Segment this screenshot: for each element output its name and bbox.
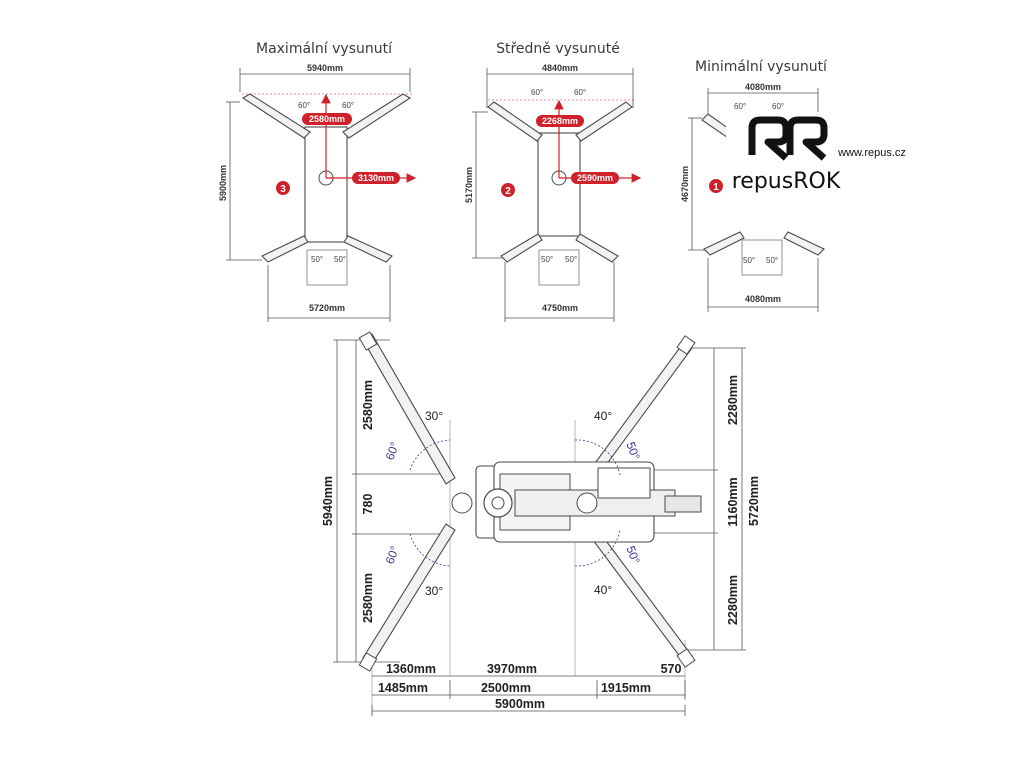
mid-bottom-width: 4750mm [542,303,578,313]
logo-url: www.repus.cz [837,147,906,159]
plan-row1-b: 3970mm [487,662,537,676]
plan-row2-c: 1915mm [601,681,651,695]
min-angle-tl: 60° [734,102,746,111]
repus-rr-logo-icon [748,116,828,161]
mid-reach-side: 2590mm [577,173,613,183]
plan-angle-40-bottom: 40° [594,583,612,597]
min-angle-br: 50° [766,256,778,265]
max-height: 5900mm [218,165,228,201]
max-angle-tl: 60° [298,101,310,110]
mid-angle-br: 50° [565,255,577,264]
plan-angle-30-top: 30° [425,409,443,423]
mid-arm-bottom-right [575,233,619,263]
mid-height: 5170mm [464,167,474,203]
mid-arm-top-right [575,101,633,142]
min-bottom-width: 4080mm [745,294,781,304]
plan-view: 5940mm 2580mm 780 2580mm 2280mm 1160mm 2… [321,331,761,716]
mid-angle-bl: 50° [541,255,553,264]
max-reach-side: 3130mm [358,173,394,183]
mid-angle-tr: 60° [574,88,586,97]
max-angle-tr: 60° [342,101,354,110]
min-angle-bl: 50° [743,256,755,265]
plan-angle-60-bottom: 60° [383,544,402,566]
plan-row2-b: 2500mm [481,681,531,695]
max-badge [276,181,290,195]
plan-angle-40-top: 40° [594,409,612,423]
max-angle-bl: 50° [311,255,323,264]
plan-left-bottom: 2580mm [361,573,375,623]
mid-reach-up: 2268mm [542,116,578,126]
plan-row2-a: 1485mm [378,681,428,695]
max-bottom-width: 5720mm [309,303,345,313]
panel-max: 5940mm 5900mm 5720mm 60° 60° 50° 50° 258… [218,63,417,322]
min-angle-tr: 60° [772,102,784,111]
plan-right-bottom: 2280mm [726,575,740,625]
panel-mid: 4840mm 5170mm 4750mm 60° 60° 50° 50° 226… [464,63,642,322]
plan-left-total: 5940mm [321,476,335,526]
caption-min: Minimální vysunutí [695,59,828,75]
plan-angle-50-top: 50° [623,440,642,462]
plan-right-mid: 1160mm [726,477,740,526]
max-angle-br: 50° [334,255,346,264]
plan-left-top: 2580mm [361,380,375,430]
min-arm-bottom-left [703,231,745,256]
mid-arm-bottom-left [500,233,543,263]
plan-right-top: 2280mm [726,375,740,425]
min-top-width: 4080mm [745,82,781,92]
max-reach-up: 2580mm [309,114,345,124]
plan-row1-c: 570 [661,662,682,676]
mid-angle-tl: 60° [531,88,543,97]
logo-name: repusROK [732,169,841,194]
max-arm-bottom-left [261,235,309,263]
svg-text:2: 2 [505,186,511,197]
mid-top-width: 4840mm [542,63,578,73]
mid-badge [501,183,515,197]
plan-left-mid: 780 [361,494,375,515]
max-top-width: 5940mm [307,63,343,73]
plan-row3: 5900mm [495,697,545,711]
max-arm-bottom-right [343,235,393,263]
min-height: 4670mm [680,166,690,202]
max-arm-top-right [342,93,412,139]
plan-angle-50-bottom: 50° [623,544,642,566]
plan-angle-60-top: 60° [383,440,402,462]
logo: repusROK www.repus.cz [726,112,906,196]
plan-angle-30-bottom: 30° [425,584,443,598]
svg-text:1: 1 [713,182,719,193]
max-arm-top-left [241,93,311,139]
min-badge [709,179,723,193]
caption-max: Maximální vysunutí [256,41,393,57]
svg-text:3: 3 [280,184,286,195]
plan-right-total: 5720mm [747,476,761,526]
caption-mid: Středně vysunuté [496,41,620,57]
min-arm-bottom-right [783,231,825,256]
plan-row1-a: 1360mm [386,662,436,676]
mid-arm-top-left [487,101,543,142]
